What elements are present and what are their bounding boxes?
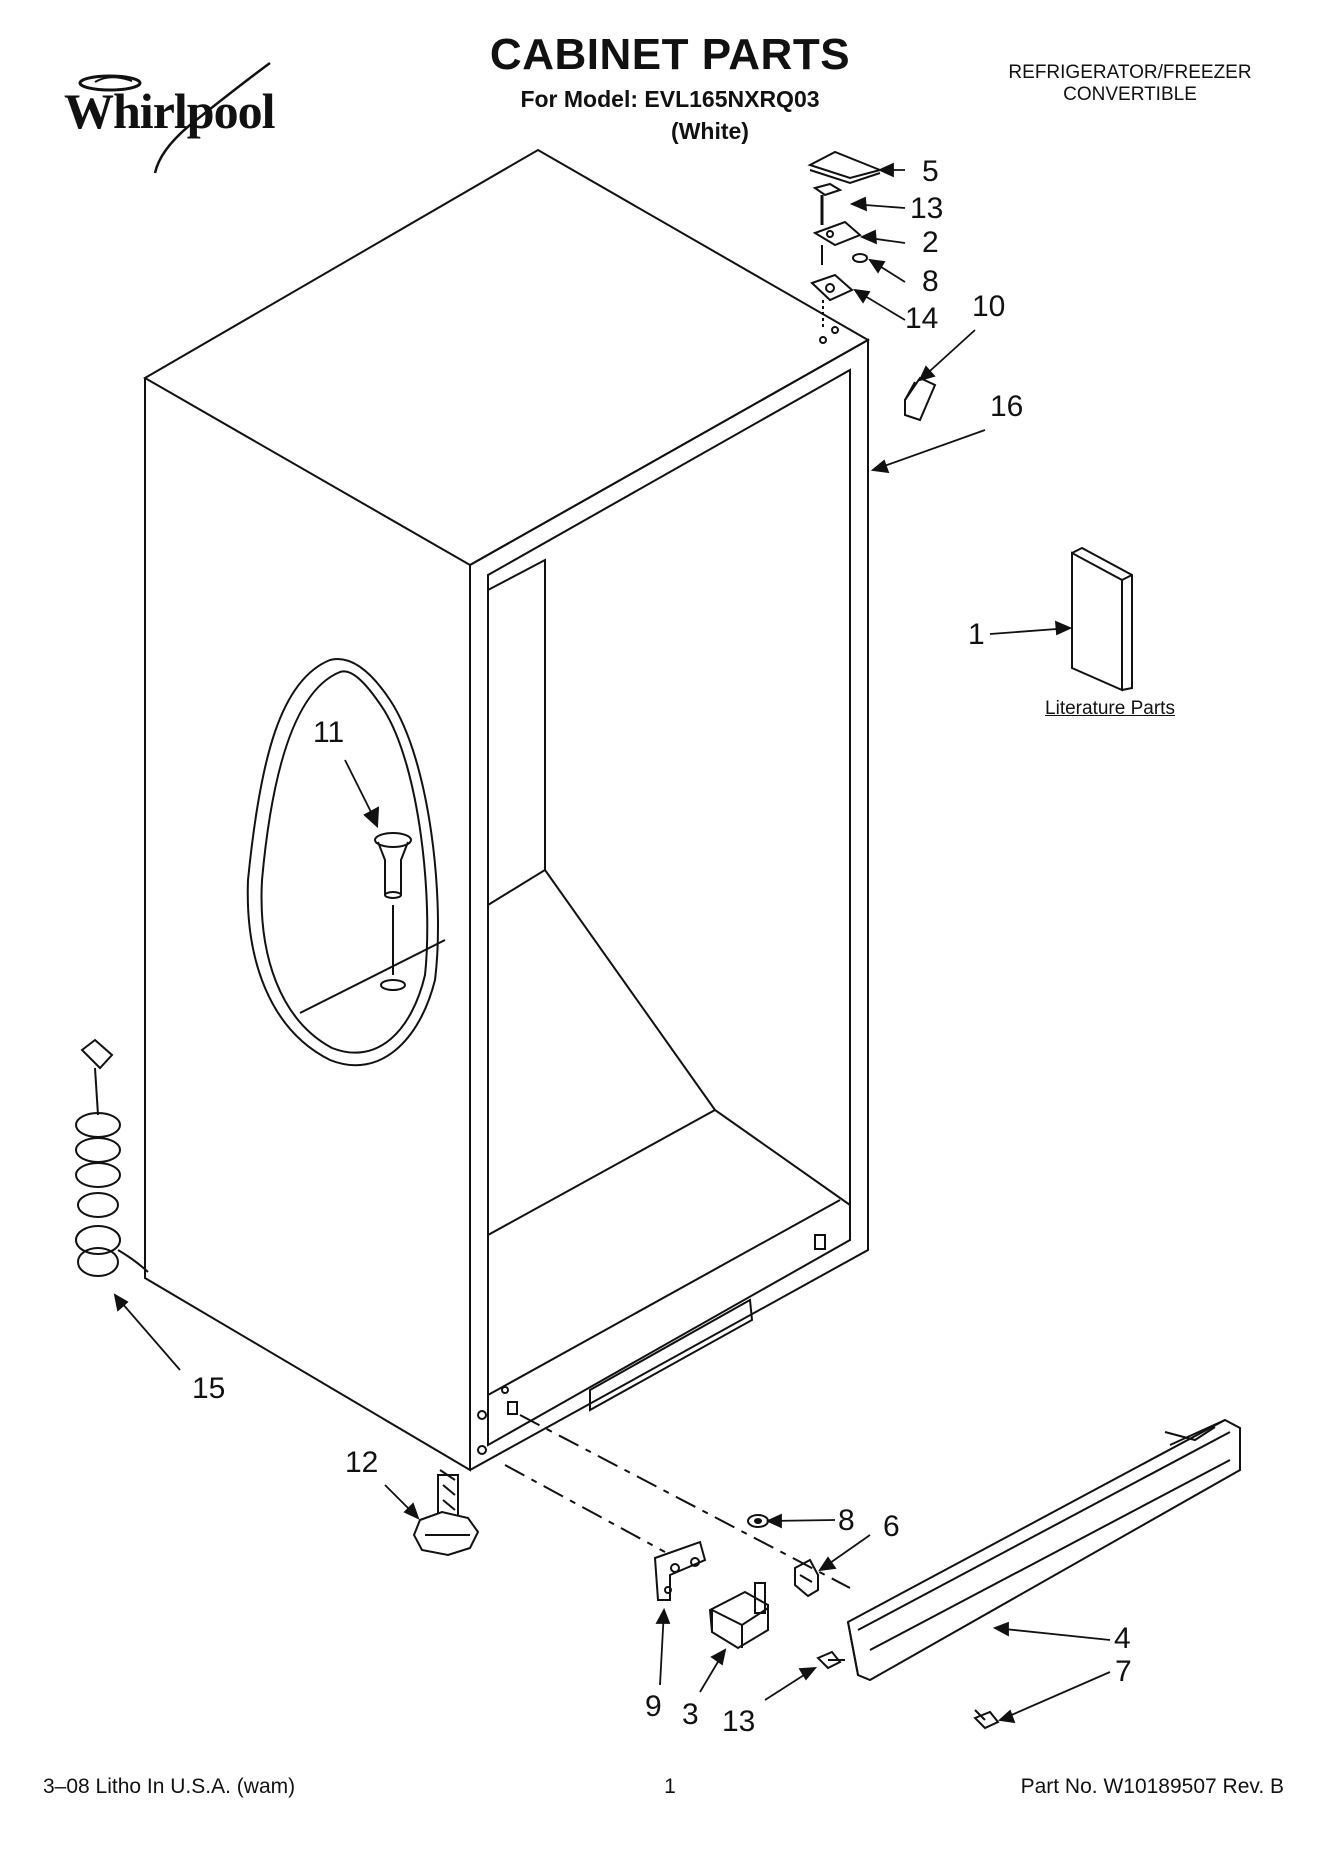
part-15-power-cord — [75, 1038, 149, 1277]
callout-8-top: 8 — [922, 265, 939, 298]
part-11-drain-tube — [344, 759, 412, 991]
part-1-literature — [1071, 546, 1133, 692]
callout-10: 10 — [972, 290, 1006, 323]
appliance-category: REFRIGERATOR/FREEZER CONVERTIBLE — [960, 62, 1300, 106]
callout-15: 15 — [192, 1372, 226, 1405]
callout-14: 14 — [905, 302, 939, 335]
color-line: (White) — [671, 118, 749, 144]
part-10-hinge-cover — [904, 376, 937, 422]
callout-5: 5 — [922, 155, 939, 188]
callout-1: 1 — [968, 618, 985, 651]
callout-13-bottom: 13 — [722, 1705, 756, 1738]
cabinet-body — [143, 148, 871, 1472]
brand-logo — [40, 55, 280, 175]
callout-7: 7 — [1115, 1655, 1132, 1688]
bottom-hinge-assembly — [504, 1414, 1000, 1730]
callout-8-bottom: 8 — [838, 1504, 855, 1537]
literature-parts-caption: Literature Parts — [1045, 698, 1175, 719]
litho-note: 3–08 Litho In U.S.A. (wam) — [43, 1775, 296, 1798]
callout-13-top: 13 — [910, 192, 944, 225]
callout-11: 11 — [313, 716, 345, 749]
callout-16: 16 — [990, 390, 1024, 423]
brand-wordmark: Whirlpool — [64, 83, 275, 139]
logo-swoosh-icon — [78, 61, 271, 174]
leader-arrows — [113, 162, 1111, 1724]
category-line-1: REFRIGERATOR/FREEZER — [1008, 62, 1252, 83]
top-hinge-assembly — [807, 150, 884, 344]
category-line-2: CONVERTIBLE — [1063, 84, 1197, 105]
callout-6: 6 — [883, 1510, 900, 1543]
model-line: For Model: EVL165NXRQ03 — [520, 86, 820, 112]
part-4-toe-grille — [846, 1418, 1241, 1682]
callout-2: 2 — [922, 226, 939, 259]
cabinet-cutaway — [246, 658, 446, 1067]
callout-4: 4 — [1114, 1622, 1131, 1655]
callout-12: 12 — [345, 1446, 379, 1479]
callout-3: 3 — [682, 1698, 699, 1731]
part-12-leveling-leg — [412, 1469, 480, 1557]
part-number: Part No. W10189507 Rev. B — [1020, 1775, 1284, 1798]
callout-9: 9 — [645, 1690, 662, 1723]
page-number: 1 — [664, 1775, 676, 1798]
page-title: CABINET PARTS — [489, 30, 851, 79]
